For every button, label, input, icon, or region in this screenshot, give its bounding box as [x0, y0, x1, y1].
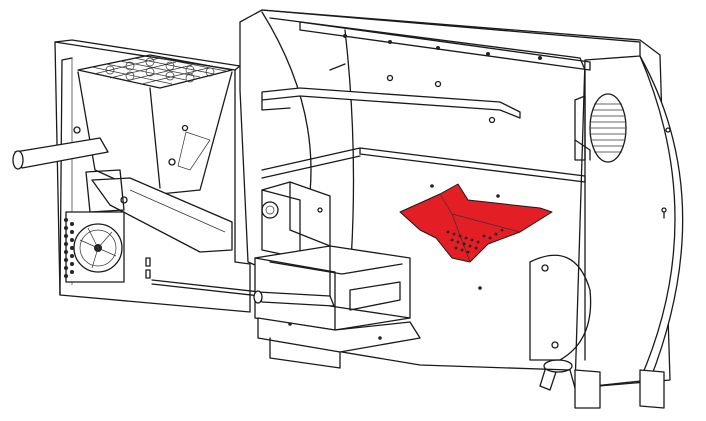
hopper-grid: [77, 54, 233, 89]
hopper-assembly: [12, 39, 261, 313]
rear-vent: [589, 93, 627, 163]
upper-rail: [261, 63, 521, 124]
burn-pot-tray: [399, 183, 553, 263]
left-vent: [64, 218, 74, 278]
left-fan: [65, 211, 125, 283]
ash-drawer: [253, 245, 421, 369]
ignition-housing: [261, 181, 331, 259]
